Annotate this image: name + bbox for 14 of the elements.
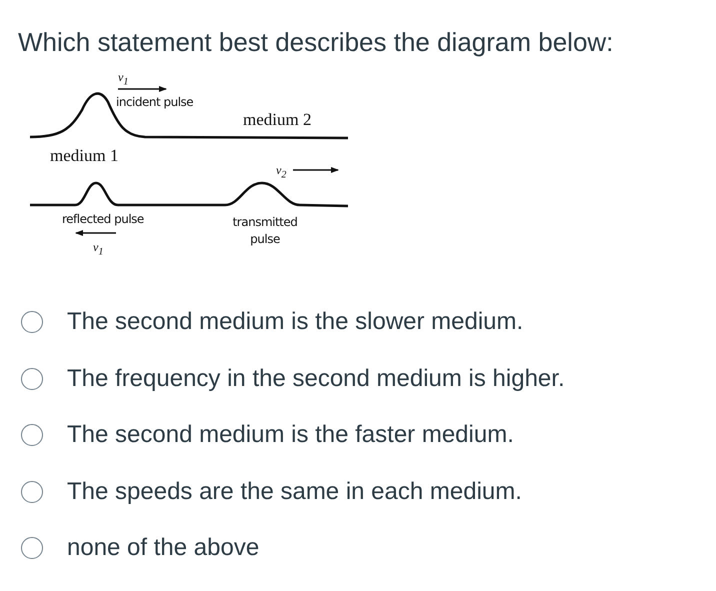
answer-option: The second medium is the faster medium. <box>67 421 514 449</box>
answer-option: The frequency in the second medium is higher. <box>67 364 565 392</box>
answer-option: The speeds are the same in each medium. <box>67 478 522 506</box>
pulse-label: transmitted pulse <box>232 214 298 248</box>
velocity-label: v$_{1}$ <box>93 240 104 258</box>
question-text: Which statement best describes the diagram below: <box>18 27 614 58</box>
medium-label: medium 1 <box>50 146 118 166</box>
pulse-label: incident pulse <box>116 95 194 109</box>
velocity-label: v$_{2}$ <box>276 163 286 180</box>
medium-label: medium 2 <box>243 110 312 130</box>
answer-option: none of the above <box>67 534 260 562</box>
velocity-label: v$_{1}$ <box>118 70 128 88</box>
pulse-label: reflected pulse <box>62 212 144 226</box>
answer-option: The second medium is the slower medium. <box>67 308 524 336</box>
